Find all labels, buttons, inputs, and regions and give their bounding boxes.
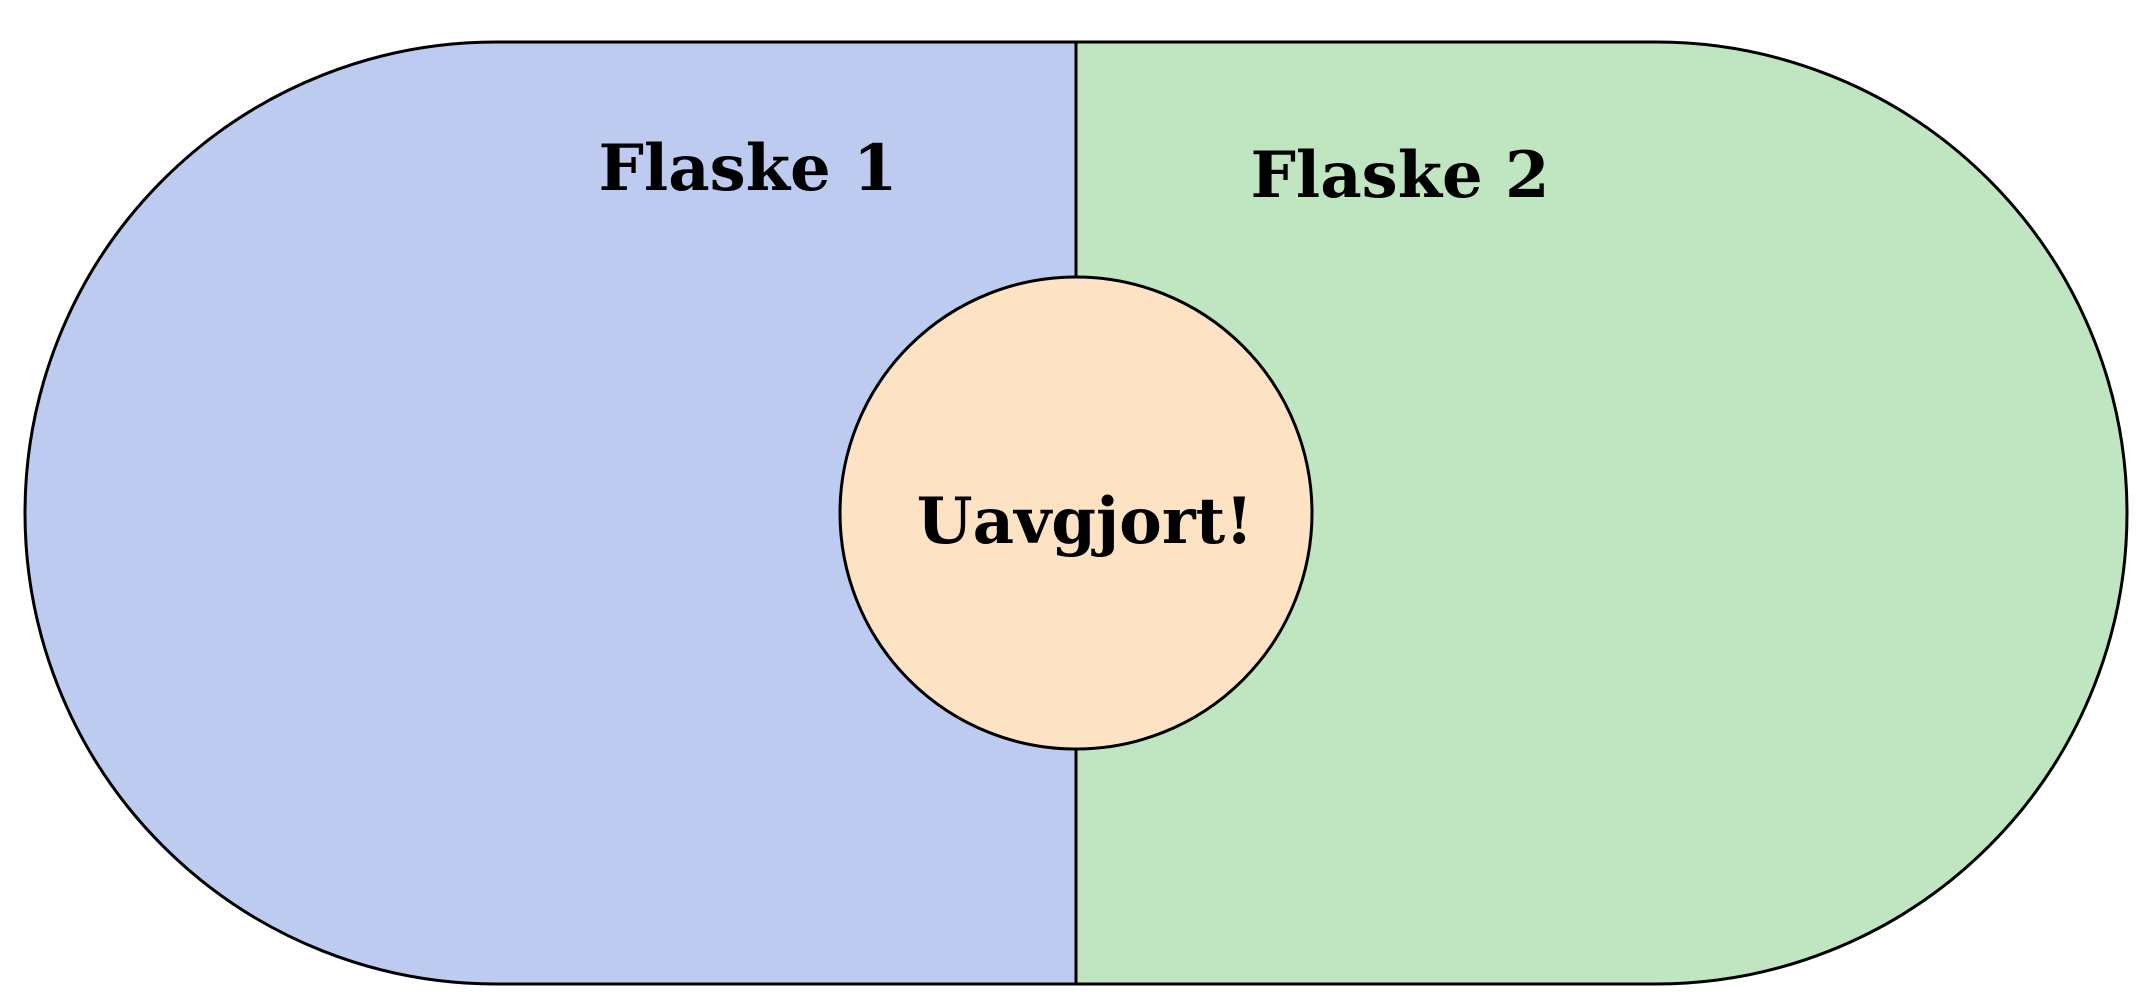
flaske-2-label: Flaske 2 [1250,138,1549,213]
draw-label: Uavgjort! [917,484,1253,559]
flaske-1-region [23,40,1078,986]
draw-circle [838,275,1314,751]
flaske-2-region [1074,40,2129,986]
flaske-1-label: Flaske 1 [598,131,897,206]
